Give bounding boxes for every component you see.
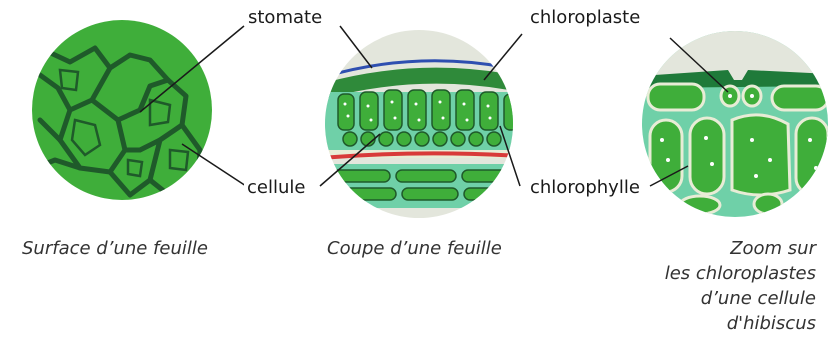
label-cellule: cellule: [244, 178, 308, 198]
leaf-section-circle: [320, 28, 520, 228]
caption-zoom-line: d'hibiscus: [665, 311, 816, 336]
leader-chloroplaste-section: [484, 34, 522, 80]
caption-surface: Surface d’une feuille: [22, 236, 208, 261]
label-chloroplaste: chloroplaste: [527, 8, 643, 28]
leaf-surface-circle: [30, 18, 220, 208]
caption-zoom-line: d’une cellule: [665, 286, 816, 311]
caption-zoom-line: Zoom sur: [665, 236, 816, 261]
label-chlorophylle: chlorophylle: [527, 178, 643, 198]
caption-zoom-line: les chloroplastes: [665, 261, 816, 286]
caption-zoom: Zoom sur les chloroplastes d’une cellule…: [665, 236, 816, 336]
chloroplast-zoom-circle: [640, 30, 830, 220]
caption-coupe: Coupe d’une feuille: [327, 236, 502, 261]
label-stomate: stomate: [245, 8, 325, 28]
